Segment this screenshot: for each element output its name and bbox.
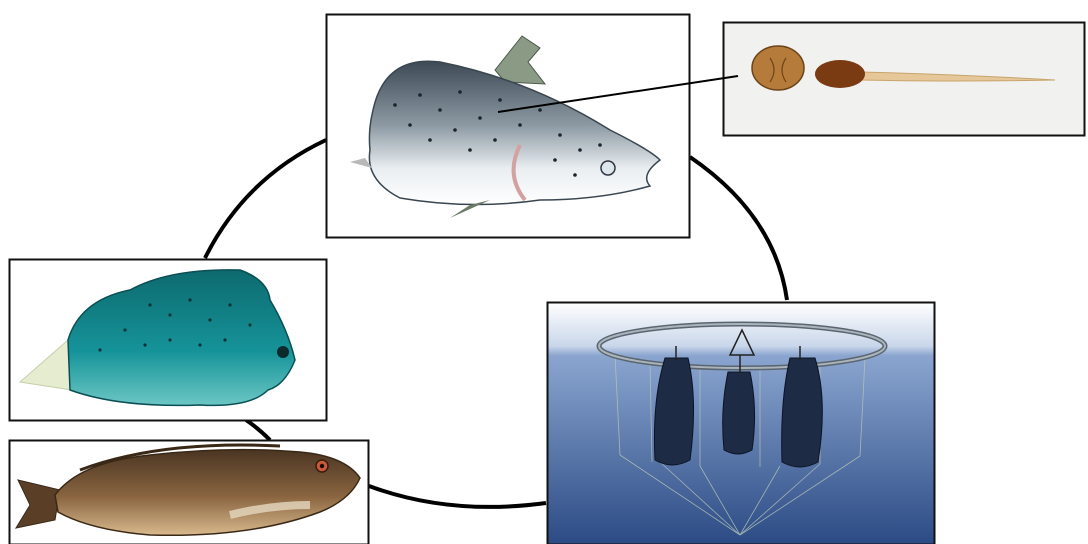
lumpfish-panel: [10, 260, 327, 421]
connector-lumpfish-to-salmon: [205, 140, 326, 258]
connector-pen-to-wrasse: [369, 486, 546, 507]
sea-louse-panel: [724, 23, 1085, 136]
salmon-panel: [327, 15, 690, 238]
connector-wrasse-to-lumpfish: [246, 420, 270, 440]
net-pen-panel: [548, 303, 935, 544]
connector-salmon-to-pen: [690, 157, 787, 300]
wrasse-panel: [10, 441, 369, 544]
